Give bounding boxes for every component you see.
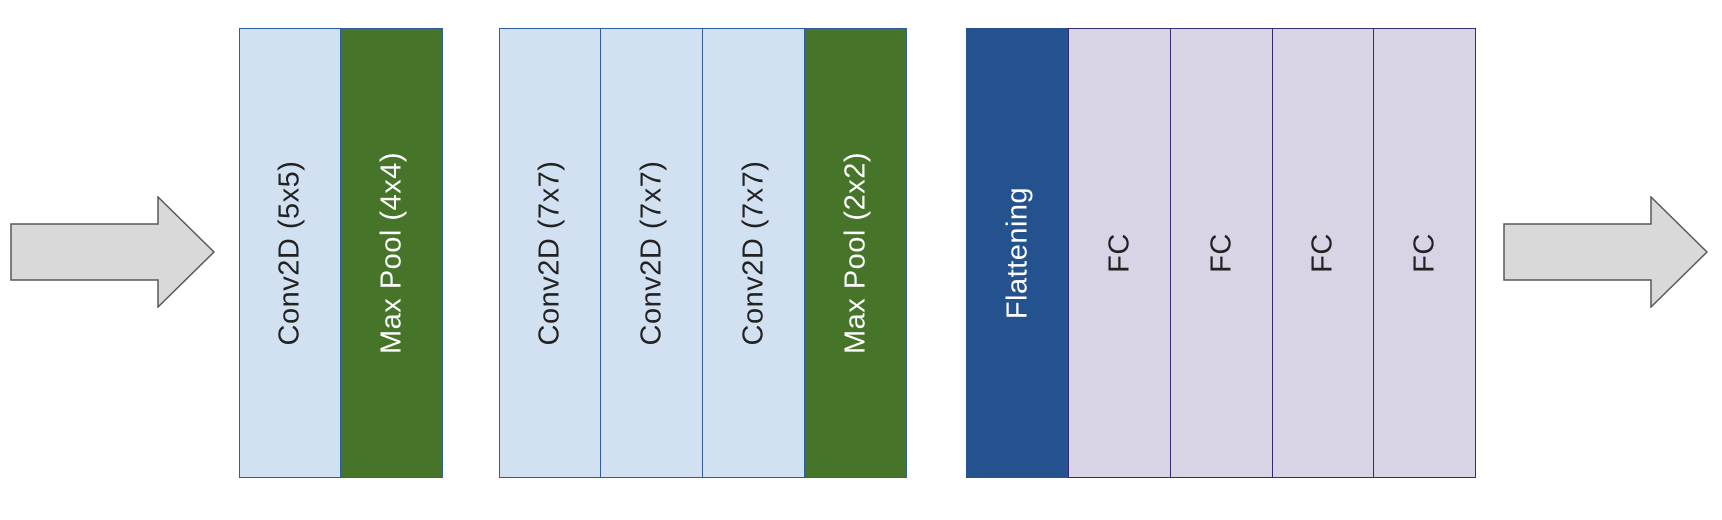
max-pool-block-4x4: Max Pool (4x4)	[340, 28, 443, 478]
block-label: FC	[1103, 233, 1135, 273]
input-arrow-icon	[10, 196, 216, 308]
fc-block-1: FC	[1068, 28, 1171, 478]
output-arrow-icon	[1503, 196, 1709, 308]
conv-block-7x7-2: Conv2D (7x7)	[600, 28, 703, 478]
block-label: Flattening	[1001, 186, 1033, 320]
max-pool-block-2x2: Max Pool (2x2)	[804, 28, 907, 478]
block-label: Max Pool (4x4)	[375, 151, 407, 355]
block-label: Conv2D (7x7)	[533, 160, 566, 346]
block-label: Conv2D (7x7)	[635, 160, 667, 346]
conv-block-7x7-3: Conv2D (7x7)	[702, 28, 805, 478]
fc-block-3: FC	[1272, 28, 1374, 478]
block-label: Max Pool (2x2)	[839, 151, 871, 355]
conv-block-7x7-1: Conv2D (7x7)	[499, 28, 601, 478]
fc-block-4: FC	[1373, 28, 1476, 478]
block-label: FC	[1408, 233, 1440, 273]
block-label: Conv2D (7x7)	[737, 160, 769, 346]
block-label: FC	[1205, 233, 1237, 273]
conv-block-5x5: Conv2D (5x5)	[239, 28, 341, 478]
block-label: Conv2D (5x5)	[273, 160, 306, 346]
block-label: FC	[1306, 233, 1339, 273]
flattening-block: Flattening	[966, 28, 1069, 478]
fc-block-2: FC	[1170, 28, 1273, 478]
